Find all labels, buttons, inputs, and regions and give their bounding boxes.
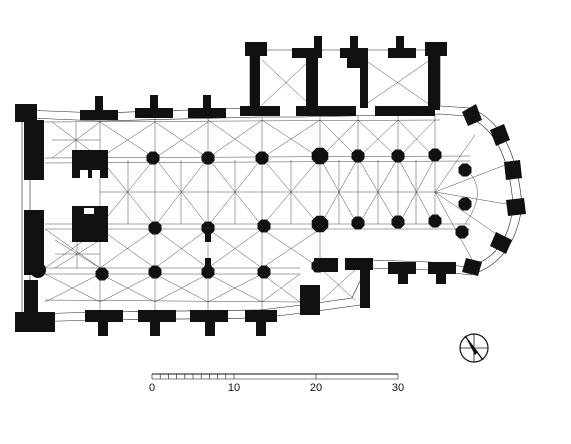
- piers: [95, 147, 472, 281]
- wall-masses: [15, 36, 526, 336]
- pier: [311, 215, 329, 233]
- scale-bar: 0 10 20 30: [149, 373, 404, 394]
- pier: [351, 216, 365, 230]
- pier: [455, 225, 469, 239]
- pier: [148, 221, 162, 235]
- pier: [458, 197, 472, 211]
- pier: [351, 149, 365, 163]
- pier: [391, 149, 405, 163]
- pier: [428, 214, 442, 228]
- pier: [428, 148, 442, 162]
- pier: [148, 265, 162, 279]
- pier: [257, 219, 271, 233]
- pier: [257, 265, 271, 279]
- pier-stub: [205, 258, 211, 266]
- pier: [391, 215, 405, 229]
- pier: [311, 147, 329, 165]
- scale-label-0: 0: [149, 382, 155, 394]
- pier: [201, 265, 215, 279]
- pier-stub: [205, 234, 211, 242]
- pier: [146, 151, 160, 165]
- north-arrow-icon: [459, 333, 489, 363]
- pier: [95, 267, 109, 281]
- pier: [311, 259, 325, 273]
- pier: [458, 163, 472, 177]
- pier: [201, 221, 215, 235]
- pier: [255, 151, 269, 165]
- scale-ticks: [151, 374, 399, 379]
- scale-label-10: 10: [228, 382, 240, 394]
- scale-label-20: 20: [310, 382, 322, 394]
- pier: [201, 151, 215, 165]
- vault-rib-lines: [44, 59, 513, 312]
- scale-label-30: 30: [392, 382, 404, 394]
